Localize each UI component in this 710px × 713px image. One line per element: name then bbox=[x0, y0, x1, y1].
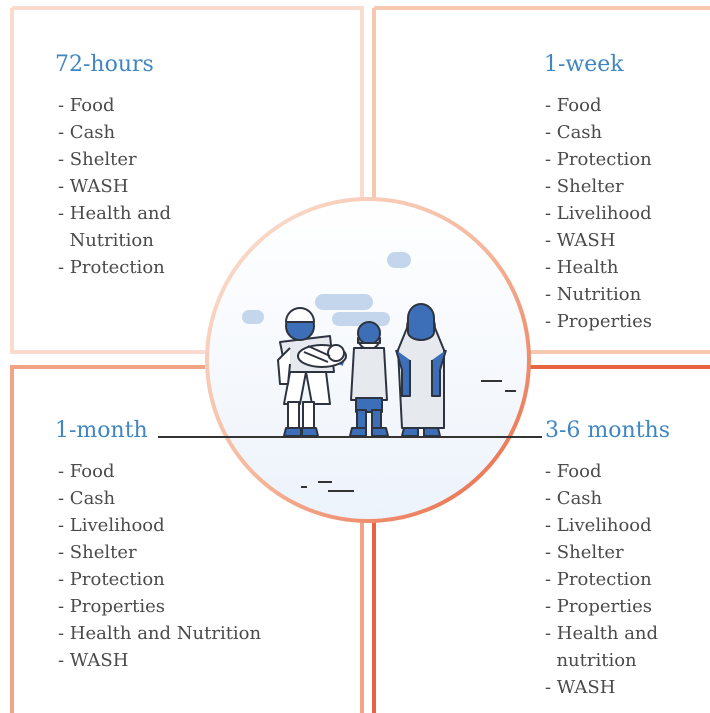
quadrant-title-1-month: 1-month bbox=[55, 418, 148, 443]
list-item: - Health bbox=[545, 257, 619, 278]
quadrant-list-1-week: - Food - Cash - Protection - Shelter - L… bbox=[545, 92, 652, 335]
quadrant-title-3-6-months: 3-6 months bbox=[545, 418, 670, 443]
cloud-shape bbox=[387, 252, 411, 268]
child-figure bbox=[349, 321, 389, 437]
list-item: - Health and bbox=[545, 623, 659, 644]
quadrant-list-1-month: - Food - Cash - Livelihood - Shelter - P… bbox=[58, 458, 261, 674]
frame-1-month bbox=[10, 365, 364, 713]
quadrant-list-72-hours: - Food - Cash - Shelter - WASH - Health … bbox=[58, 92, 171, 281]
list-item: - Health and bbox=[58, 203, 172, 224]
list-item: - Cash bbox=[58, 122, 116, 143]
list-item: - Livelihood bbox=[58, 515, 165, 536]
list-item: - Shelter bbox=[58, 542, 137, 563]
list-item: - Food bbox=[58, 461, 115, 482]
frame-3-6-months bbox=[372, 365, 710, 713]
man-with-baby-figure bbox=[277, 307, 347, 437]
list-item: - WASH bbox=[58, 176, 129, 197]
list-item: nutrition bbox=[545, 650, 637, 671]
list-item: - Health and Nutrition bbox=[58, 623, 262, 644]
list-item: - Cash bbox=[545, 122, 603, 143]
list-item: - Shelter bbox=[58, 149, 137, 170]
list-item: - Nutrition bbox=[545, 284, 642, 305]
list-item: - Properties bbox=[545, 311, 653, 332]
list-item: - Livelihood bbox=[545, 515, 652, 536]
list-item: - WASH bbox=[58, 650, 129, 671]
list-item: - Cash bbox=[545, 488, 603, 509]
list-item: - Shelter bbox=[545, 542, 624, 563]
quadrant-title-1-week: 1-week bbox=[544, 52, 624, 77]
list-item: Nutrition bbox=[58, 230, 154, 251]
list-item: - Food bbox=[58, 95, 115, 116]
list-item: - Properties bbox=[58, 596, 166, 617]
list-item: - Protection bbox=[58, 569, 165, 590]
list-item: - WASH bbox=[545, 677, 616, 698]
list-item: - Food bbox=[545, 461, 602, 482]
cloud-shape bbox=[315, 294, 373, 310]
list-item: - Livelihood bbox=[545, 203, 652, 224]
cloud-shape bbox=[242, 310, 264, 324]
frame-72-hours bbox=[10, 6, 364, 354]
list-item: - Protection bbox=[58, 257, 165, 278]
list-item: - Food bbox=[545, 95, 602, 116]
quadrant-list-3-6-months: - Food - Cash - Livelihood - Shelter - P… bbox=[545, 458, 658, 701]
list-item: - Shelter bbox=[545, 176, 624, 197]
list-item: - Protection bbox=[545, 569, 652, 590]
list-item: - Properties bbox=[545, 596, 653, 617]
list-item: - Cash bbox=[58, 488, 116, 509]
list-item: - WASH bbox=[545, 230, 616, 251]
list-item: - Protection bbox=[545, 149, 652, 170]
cloud-shape bbox=[332, 312, 390, 326]
woman-figure bbox=[395, 303, 447, 437]
quadrant-title-72-hours: 72-hours bbox=[55, 52, 154, 77]
